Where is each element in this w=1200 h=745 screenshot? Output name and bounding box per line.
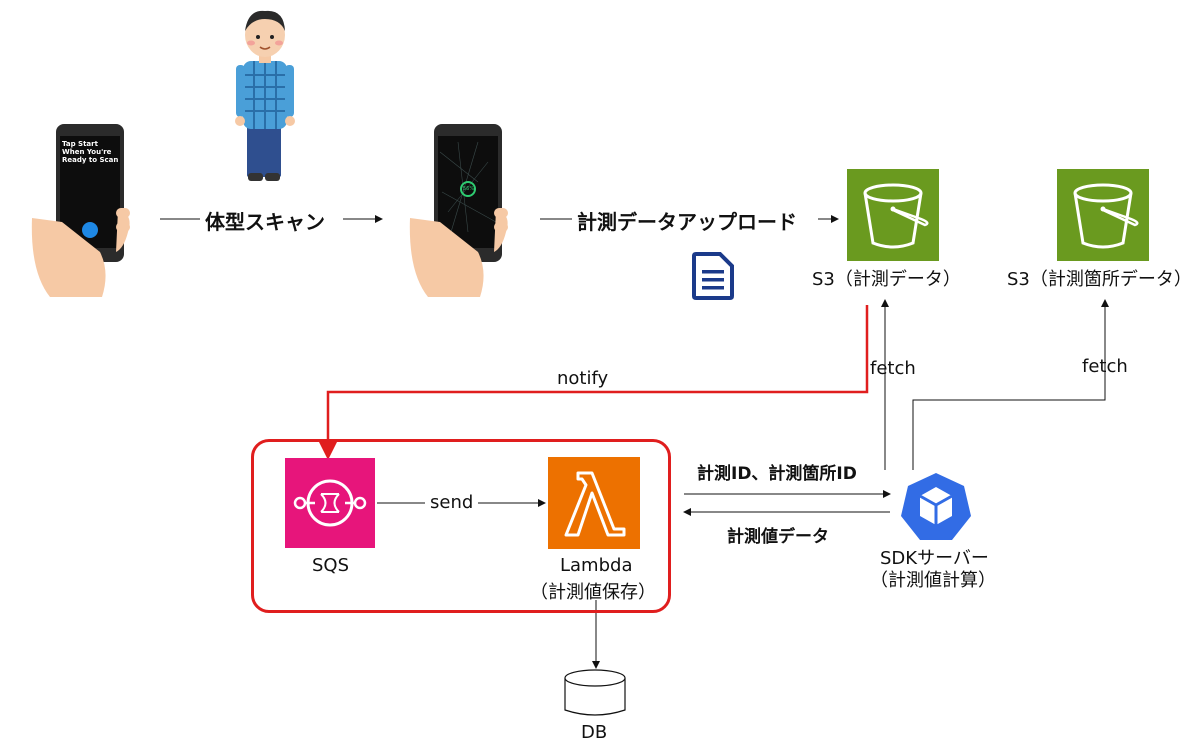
s3-measure-label: S3（計測データ） [812, 269, 961, 290]
lambda-sublabel: （計測値保存） [530, 582, 656, 603]
fetch-arrow-points [912, 299, 1109, 470]
step-upload: 計測データアップロード [577, 210, 797, 234]
notify-label: notify [557, 368, 609, 389]
sqs-node [285, 458, 375, 548]
values-label: 計測値データ [727, 527, 829, 547]
lambda-icon [564, 471, 626, 537]
bucket-icon [863, 183, 929, 249]
kubernetes-icon [901, 473, 971, 540]
step-body-scan: 体型スキャン [205, 210, 325, 234]
sqs-icon [293, 479, 367, 527]
processing-group [251, 439, 671, 613]
phone-scanning [409, 124, 508, 297]
phone-scan-start [31, 124, 130, 297]
lambda-label: Lambda [560, 555, 633, 576]
sdk-sublabel: （計測値計算） [870, 570, 996, 591]
phone2-progress: 56% [463, 186, 475, 192]
fetch-label-2: fetch [1082, 356, 1128, 377]
person-illustration [235, 10, 295, 181]
ids-label: 計測ID、計測箇所ID [697, 464, 857, 484]
sdk-label: SDKサーバー [880, 548, 989, 569]
document-icon [692, 252, 734, 300]
phone1-screen-text: Tap Start When You're Ready to Scan [62, 140, 119, 164]
s3-measure-node [847, 169, 939, 261]
bucket-icon [1073, 183, 1139, 249]
s3-points-label: S3（計測箇所データ） [1007, 269, 1192, 290]
sqs-label: SQS [312, 555, 350, 576]
notify-arrow [318, 305, 869, 460]
fetch-label-1: fetch [870, 358, 916, 379]
db-label: DB [581, 722, 608, 743]
send-label: send [430, 492, 474, 513]
database-icon [564, 669, 626, 716]
lambda-node [548, 457, 640, 549]
s3-points-node [1057, 169, 1149, 261]
